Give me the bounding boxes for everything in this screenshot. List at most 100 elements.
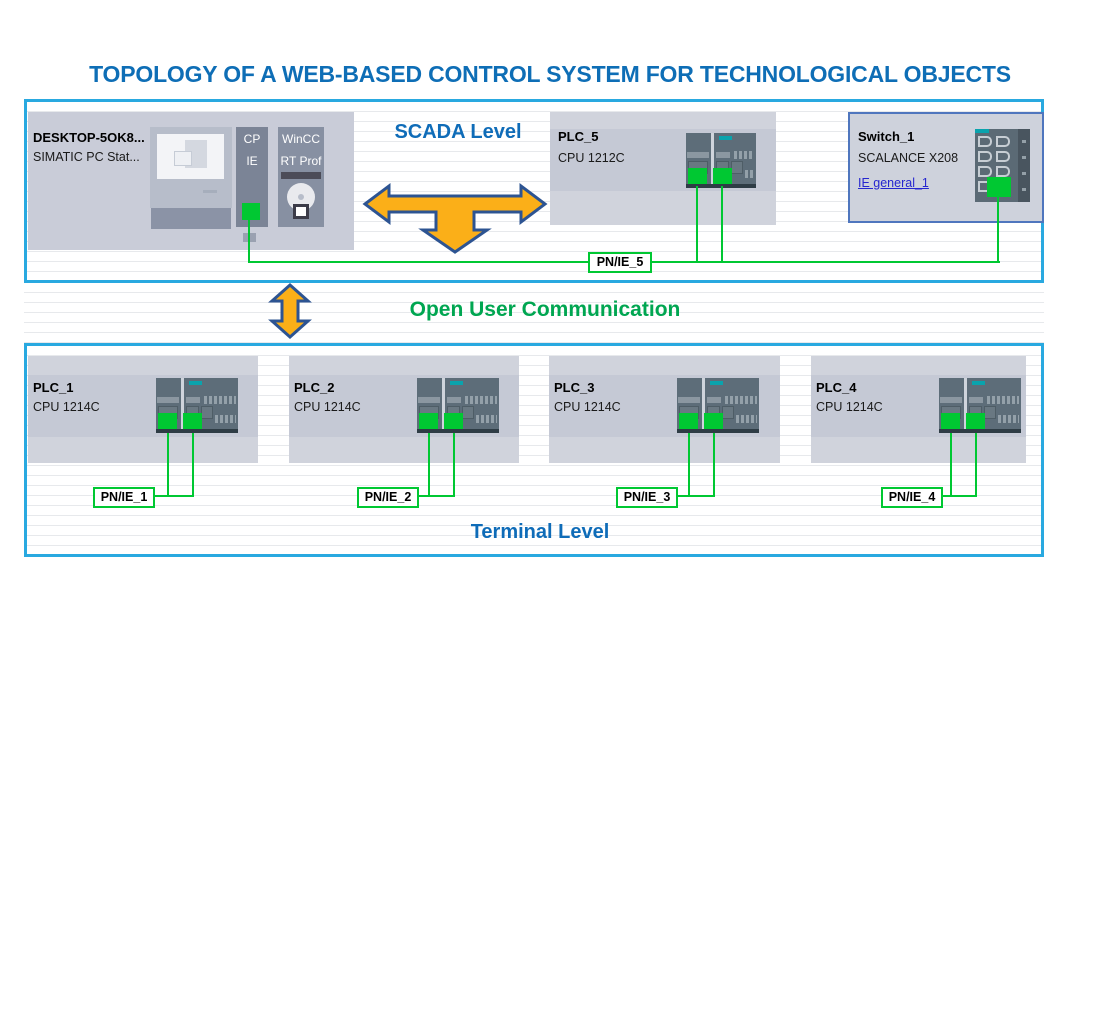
switch-led: [1022, 188, 1026, 191]
module-divider: [442, 378, 445, 429]
status-marker: [450, 381, 463, 385]
terminal-block: [734, 151, 754, 159]
ethernet-port[interactable]: [987, 177, 1011, 197]
terminal-block: [157, 397, 179, 403]
profinet-port[interactable]: [704, 413, 723, 429]
plc5-name: PLC_5: [558, 129, 599, 144]
switch-led: [1022, 172, 1026, 175]
module-divider: [964, 378, 967, 429]
open-user-communication-arrow: [268, 283, 312, 339]
plc3-device[interactable]: PLC_3 CPU 1214C: [549, 356, 780, 463]
plc3-type: CPU 1214C: [554, 400, 621, 414]
terminal-block: [687, 152, 709, 158]
plc-icon[interactable]: [686, 133, 756, 188]
switch-icon[interactable]: [975, 129, 1030, 202]
terminal-block: [736, 415, 757, 423]
module-divider: [702, 378, 705, 429]
wincc-module[interactable]: WinCC RT Prof: [278, 127, 324, 227]
ethernet-line: [721, 186, 723, 263]
screen-window-icon: [174, 151, 192, 166]
status-marker: [975, 129, 989, 133]
switch-type: SCALANCE X208: [858, 151, 959, 165]
ethernet-port[interactable]: [242, 203, 260, 220]
switch-side-strip: [1018, 129, 1030, 202]
scada-level-label: SCADA Level: [394, 121, 522, 143]
plc4-device[interactable]: PLC_4 CPU 1214C: [811, 356, 1026, 463]
terminal-block: [204, 396, 236, 404]
profinet-port[interactable]: [183, 413, 202, 429]
terminal-block: [418, 397, 440, 403]
ethernet-line: [688, 433, 690, 497]
monitor-screen: [157, 134, 224, 179]
ethernet-line: [192, 433, 194, 497]
terminal-block: [987, 396, 1019, 404]
module-divider: [711, 133, 714, 184]
plc3-name: PLC_3: [554, 380, 595, 395]
module-detail: [722, 406, 734, 419]
profinet-port[interactable]: [444, 413, 463, 429]
switch-port-icon: [978, 166, 992, 177]
pc-station-device[interactable]: DESKTOP-5OK8... SIMATIC PC Stat... CP IE…: [28, 112, 354, 250]
pnie1-subnet-label[interactable]: PN/IE_1: [93, 487, 155, 508]
profinet-port[interactable]: [713, 168, 732, 184]
profinet-port[interactable]: [679, 413, 698, 429]
profinet-port[interactable]: [688, 168, 707, 184]
page-title: TOPOLOGY OF A WEB-BASED CONTROL SYSTEM F…: [89, 61, 1011, 87]
ethernet-line: [950, 433, 952, 497]
pnie3-subnet-label[interactable]: PN/IE_3: [616, 487, 678, 508]
module-detail: [984, 406, 996, 419]
ethernet-line: [167, 433, 169, 497]
plc-icon[interactable]: [677, 378, 759, 433]
switch-led: [1022, 156, 1026, 159]
terminal-block: [725, 396, 757, 404]
profinet-port[interactable]: [966, 413, 985, 429]
plc5-type: CPU 1212C: [558, 151, 625, 165]
pc-monitor-icon: [150, 127, 232, 208]
plc-icon[interactable]: [939, 378, 1021, 433]
plc-icon[interactable]: [417, 378, 499, 433]
module-detail: [462, 406, 474, 419]
cp-ie-module[interactable]: CP IE: [236, 127, 268, 227]
terminal-block: [716, 152, 730, 158]
terminal-block: [215, 415, 236, 423]
ethernet-line: [453, 433, 455, 497]
pnie2-subnet-label[interactable]: PN/IE_2: [357, 487, 419, 508]
plc1-device[interactable]: PLC_1 CPU 1214C: [28, 356, 258, 463]
ethernet-line: [713, 433, 715, 497]
wincc-module-label-1: WinCC: [282, 132, 320, 146]
ethernet-line: [419, 495, 455, 497]
terminal-block: [678, 397, 700, 403]
monitor-button: [203, 190, 217, 193]
ethernet-line: [975, 433, 977, 497]
plc4-type: CPU 1214C: [816, 400, 883, 414]
ie-general-link[interactable]: IE general_1: [858, 176, 929, 190]
ethernet-line: [248, 220, 250, 263]
switch-device[interactable]: Switch_1 SCALANCE X208 IE general_1: [848, 112, 1044, 223]
plc2-device[interactable]: PLC_2 CPU 1214C: [289, 356, 519, 463]
ethernet-line: [155, 495, 194, 497]
terminal-block: [447, 397, 461, 403]
plc1-name: PLC_1: [33, 380, 74, 395]
status-marker: [972, 381, 985, 385]
ethernet-line: [678, 495, 715, 497]
terminal-block: [745, 170, 754, 178]
plc2-type: CPU 1214C: [294, 400, 361, 414]
plc-icon[interactable]: [156, 378, 238, 433]
switch-name: Switch_1: [858, 129, 915, 144]
cp-module-label-2: IE: [246, 154, 258, 168]
drive-slot: [281, 172, 321, 179]
ethernet-line: [943, 495, 977, 497]
plc5-device[interactable]: PLC_5 CPU 1212C: [550, 112, 776, 225]
profinet-port[interactable]: [158, 413, 177, 429]
pnie5-subnet-label[interactable]: PN/IE_5: [588, 252, 652, 273]
status-marker: [189, 381, 202, 385]
terminal-block: [476, 415, 497, 423]
profinet-port[interactable]: [419, 413, 438, 429]
pnie4-subnet-label[interactable]: PN/IE_4: [881, 487, 943, 508]
profinet-port[interactable]: [941, 413, 960, 429]
cd-disc-hole: [298, 194, 304, 200]
pc-base: [151, 208, 231, 229]
module-divider: [181, 378, 184, 429]
plc2-name: PLC_2: [294, 380, 335, 395]
